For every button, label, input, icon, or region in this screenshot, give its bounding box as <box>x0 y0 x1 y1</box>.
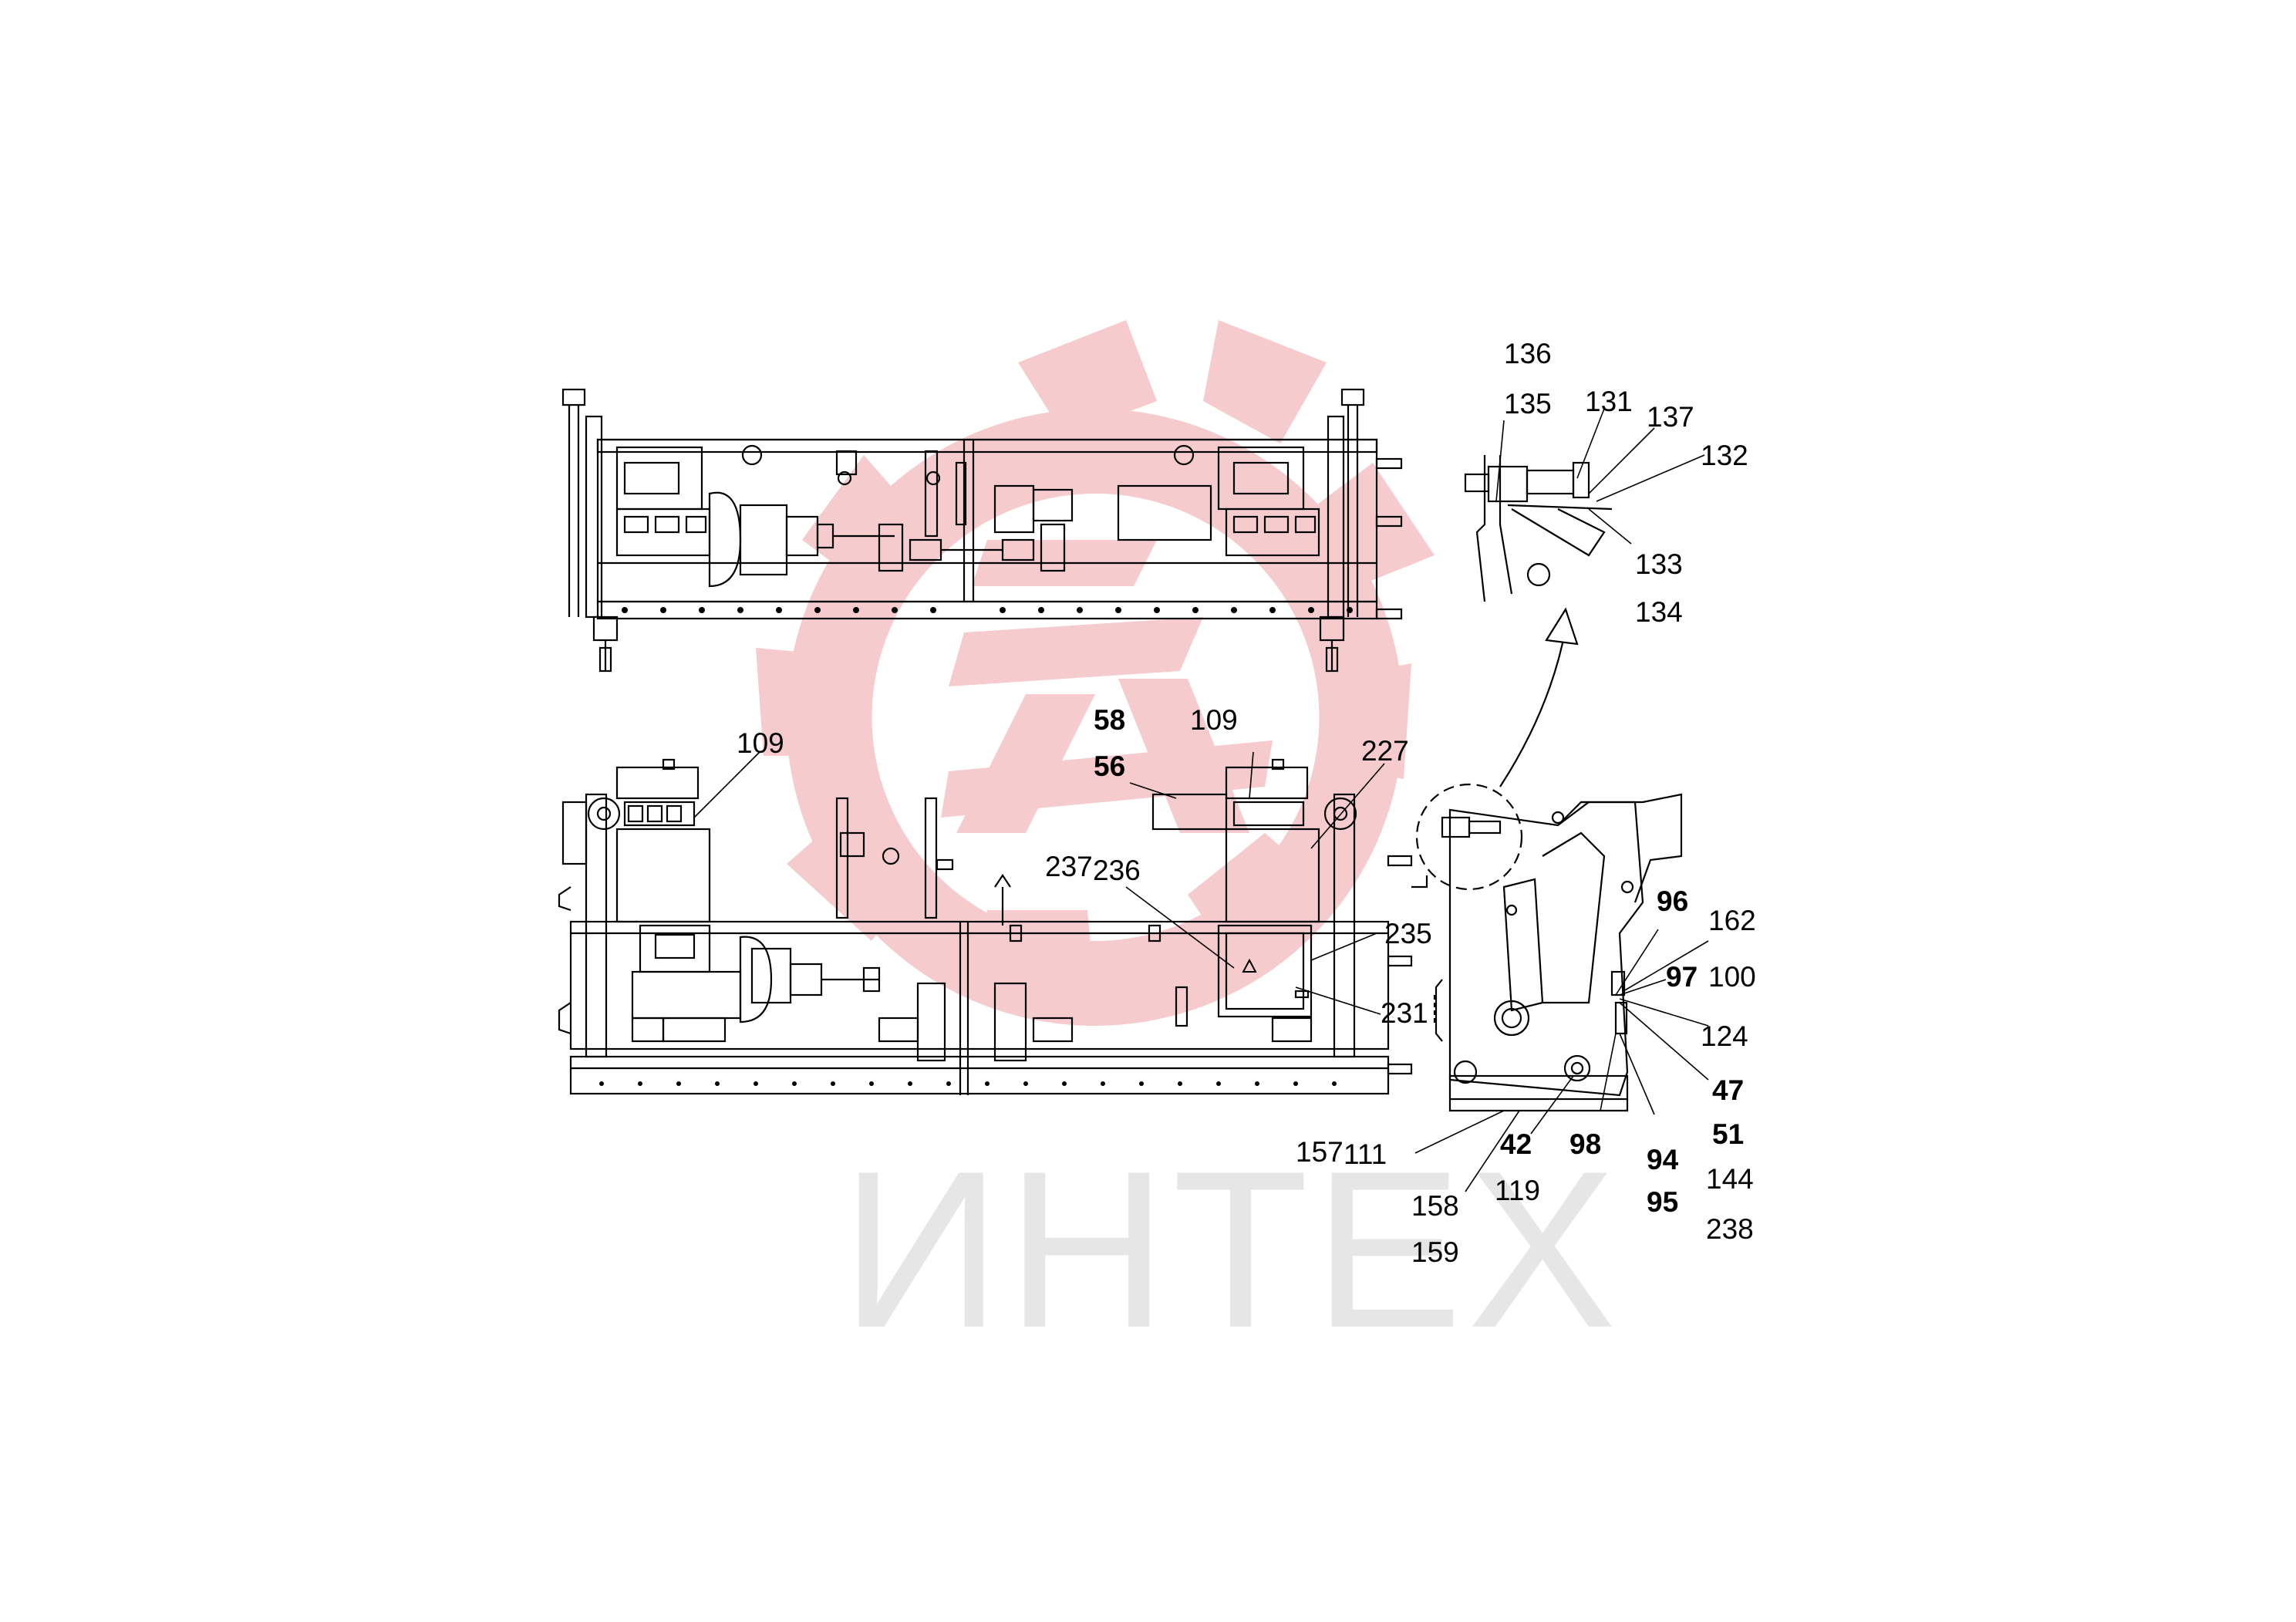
callout-231: 231 <box>1381 997 1428 1029</box>
callout-158: 158 <box>1411 1190 1459 1222</box>
callout-95: 95 <box>1647 1186 1679 1218</box>
callout-100: 100 <box>1708 961 1756 993</box>
callout-235: 235 <box>1384 918 1432 949</box>
callout-109-right: 109 <box>1190 704 1238 736</box>
leader-lines <box>693 408 1709 1192</box>
callout-109-left: 109 <box>737 727 784 759</box>
watermark-text: ИНТЕХ <box>841 1125 1621 1374</box>
callout-137: 137 <box>1647 401 1694 433</box>
callout-157: 157 <box>1296 1136 1344 1168</box>
callout-237: 237 <box>1045 851 1093 882</box>
callout-144: 144 <box>1706 1163 1754 1195</box>
callout-124: 124 <box>1701 1020 1748 1052</box>
callout-56: 56 <box>1094 750 1126 782</box>
callout-111: 111 <box>1344 1138 1387 1170</box>
callout-227: 227 <box>1361 735 1409 767</box>
callout-162: 162 <box>1708 905 1756 936</box>
callout-132: 132 <box>1701 440 1748 471</box>
callout-58: 58 <box>1094 704 1126 736</box>
callout-97: 97 <box>1666 961 1698 993</box>
callout-236: 236 <box>1093 855 1141 886</box>
callout-135: 135 <box>1504 388 1552 420</box>
callout-238: 238 <box>1706 1213 1754 1245</box>
callout-133: 133 <box>1635 548 1683 580</box>
front-view-assembly <box>558 758 1413 1095</box>
callout-134: 134 <box>1635 596 1683 628</box>
callout-51: 51 <box>1712 1118 1745 1150</box>
callout-42: 42 <box>1500 1128 1532 1160</box>
callout-98: 98 <box>1569 1128 1602 1160</box>
callout-119: 119 <box>1495 1175 1540 1206</box>
detail-view <box>1464 455 1613 602</box>
callout-94: 94 <box>1647 1144 1679 1175</box>
callout-47: 47 <box>1712 1074 1745 1106</box>
side-view-assembly <box>1411 607 1683 1112</box>
callout-136: 136 <box>1504 338 1552 369</box>
callout-96: 96 <box>1657 885 1689 917</box>
top-view-assembly <box>561 388 1403 673</box>
callout-159: 159 <box>1411 1236 1459 1268</box>
callout-131: 131 <box>1585 386 1633 417</box>
